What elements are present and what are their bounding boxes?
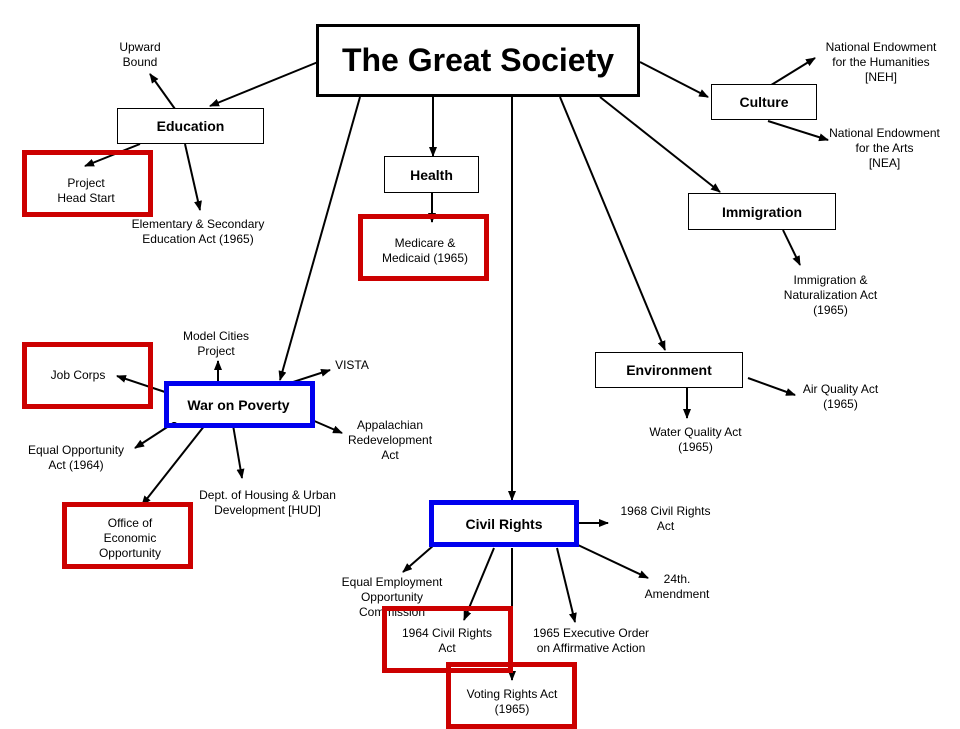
- highlight-medicare: [358, 214, 489, 281]
- edge-title-war-on-poverty: [278, 96, 361, 381]
- item-exec-order: 1965 Executive Order on Affirmative Acti…: [532, 626, 650, 655]
- edge-wop-hud: [232, 424, 245, 479]
- highlight-oeo: [62, 502, 193, 569]
- category-health: Health: [384, 156, 479, 193]
- highlight-voting-rights: [446, 662, 577, 729]
- edge-cr-exec-order: [556, 547, 577, 623]
- item-air-quality: Air Quality Act (1965): [802, 382, 879, 411]
- edge-culture-nea: [767, 120, 829, 142]
- item-esea: Elementary & Secondary Education Act (19…: [131, 217, 265, 246]
- item-oeo: Office of Economic Opportunity: [98, 516, 162, 560]
- edge-cr-eeoc: [402, 544, 435, 573]
- edge-immigration-ina: [782, 229, 801, 266]
- item-upward-bound: Upward Bound: [119, 40, 161, 69]
- page-title: The Great Society: [316, 24, 640, 97]
- category-education: Education: [117, 108, 264, 144]
- highlight-civil-rights: [429, 500, 579, 547]
- edge-wop-appalachian: [311, 419, 343, 434]
- item-water-quality: Water Quality Act (1965): [649, 425, 742, 454]
- item-hud: Dept. of Housing & Urban Development [HU…: [199, 488, 336, 517]
- item-ina: Immigration & Naturalization Act (1965): [783, 273, 878, 317]
- item-voting-rights: Voting Rights Act (1965): [466, 687, 558, 716]
- item-eoa: Equal Opportunity Act (1964): [27, 443, 125, 472]
- item-vista: VISTA: [335, 358, 369, 372]
- edge-wop-oeo: [141, 424, 206, 506]
- edge-wop-vista: [289, 368, 331, 384]
- edge-education-head-start: [84, 143, 141, 167]
- edge-wop-job-corps: [116, 375, 169, 394]
- category-environment: Environment: [595, 352, 743, 388]
- highlight-job-corps: [22, 342, 153, 409]
- edge-education-esea: [184, 143, 202, 211]
- item-head-start: Project Head Start: [57, 176, 115, 205]
- item-job-corps: Job Corps: [50, 368, 106, 382]
- edge-education-upward-bound: [149, 73, 176, 110]
- edge-title-culture: [639, 61, 709, 98]
- highlight-war-on-poverty: [164, 381, 315, 428]
- edge-title-environment: [559, 96, 666, 351]
- category-war-on-poverty: War on Poverty: [170, 387, 307, 422]
- edge-cr-24th: [577, 544, 649, 579]
- item-1964-civil-rights: 1964 Civil Rights Act: [401, 626, 493, 655]
- item-appalachian: Appalachian Redevelopment Act: [347, 418, 433, 462]
- highlight-head-start: [22, 150, 153, 217]
- item-nea: National Endowment for the Arts [NEA]: [829, 126, 940, 170]
- item-neh: National Endowment for the Humanities [N…: [825, 40, 937, 84]
- edge-title-immigration: [599, 96, 721, 193]
- item-model-cities: Model Cities Project: [182, 329, 250, 358]
- edge-environment-air: [747, 377, 796, 396]
- category-culture: Culture: [711, 84, 817, 120]
- category-immigration: Immigration: [688, 193, 836, 230]
- item-medicare: Medicare & Medicaid (1965): [381, 236, 469, 265]
- edge-culture-neh: [767, 57, 816, 88]
- item-24th-amendment: 24th. Amendment: [644, 572, 710, 601]
- item-1968-civil-rights: 1968 Civil Rights Act: [620, 504, 711, 533]
- category-civil-rights: Civil Rights: [436, 505, 572, 542]
- edge-title-education: [209, 61, 319, 107]
